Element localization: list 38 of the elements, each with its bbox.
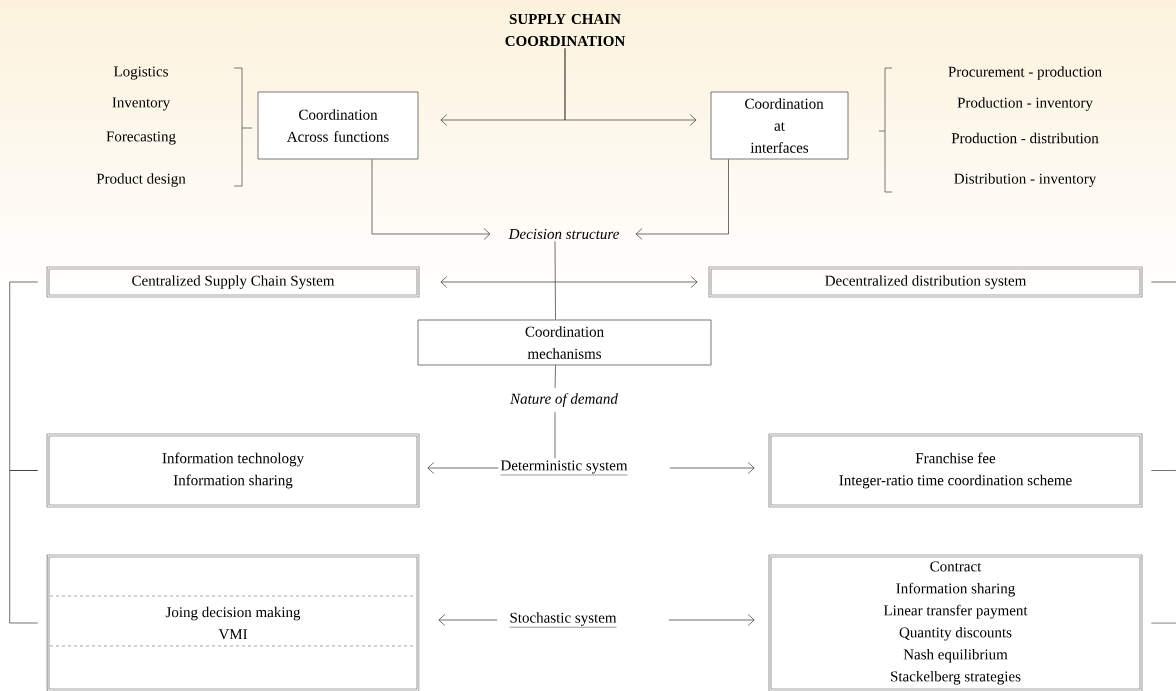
connector (427, 462, 499, 474)
process-box: Franchise fee Integer-ratio time coordination scheme (768, 433, 1143, 508)
connector (554, 411, 556, 459)
connector (635, 159, 729, 240)
list-item: Production - inventory (957, 97, 1093, 111)
connector (1150, 622, 1176, 624)
connector (440, 276, 698, 288)
connector (564, 47, 697, 126)
process-box: Joing decision making VMI (46, 554, 420, 691)
process-box: Centralized Supply Chain System (46, 266, 420, 298)
connector (669, 462, 755, 474)
list-item: Distribution - inventory (954, 173, 1097, 187)
connector (9, 470, 39, 624)
connector (1150, 281, 1176, 283)
flow-text: SUPPLY CHAIN COORDINATION (505, 13, 626, 47)
process-box: Information technology Information sharing (46, 433, 420, 508)
process-box: Coordination at interfaces (710, 91, 849, 160)
list-item: Logistics (113, 66, 168, 80)
process-box: Coordination mechanisms (417, 319, 712, 366)
list-item: Production - distribution (951, 132, 1099, 144)
connector (554, 365, 556, 389)
flow-text: Stochastic system (509, 612, 617, 628)
list-item: Procurement - production (948, 66, 1102, 80)
list-item: Product design (96, 173, 186, 187)
list-item: Forecasting (106, 131, 176, 145)
list-item: Inventory (112, 97, 171, 111)
connector (668, 614, 755, 626)
connector (554, 240, 556, 320)
connector (9, 281, 39, 471)
process-box: Decentralized distribution system (708, 266, 1143, 298)
process-box: Contract Information sharing Linear transfer payment Quantity discounts Nash equilibrium Stackelberg strategies (768, 554, 1143, 691)
connector (438, 614, 498, 626)
flow-text: Nature of demand (510, 393, 618, 407)
connector (1150, 470, 1176, 471)
process-box: Coordination Across functions (257, 91, 419, 160)
connector (371, 159, 491, 240)
flow-text: Decision structure (508, 228, 619, 240)
flow-text: Deterministic system (500, 460, 628, 476)
